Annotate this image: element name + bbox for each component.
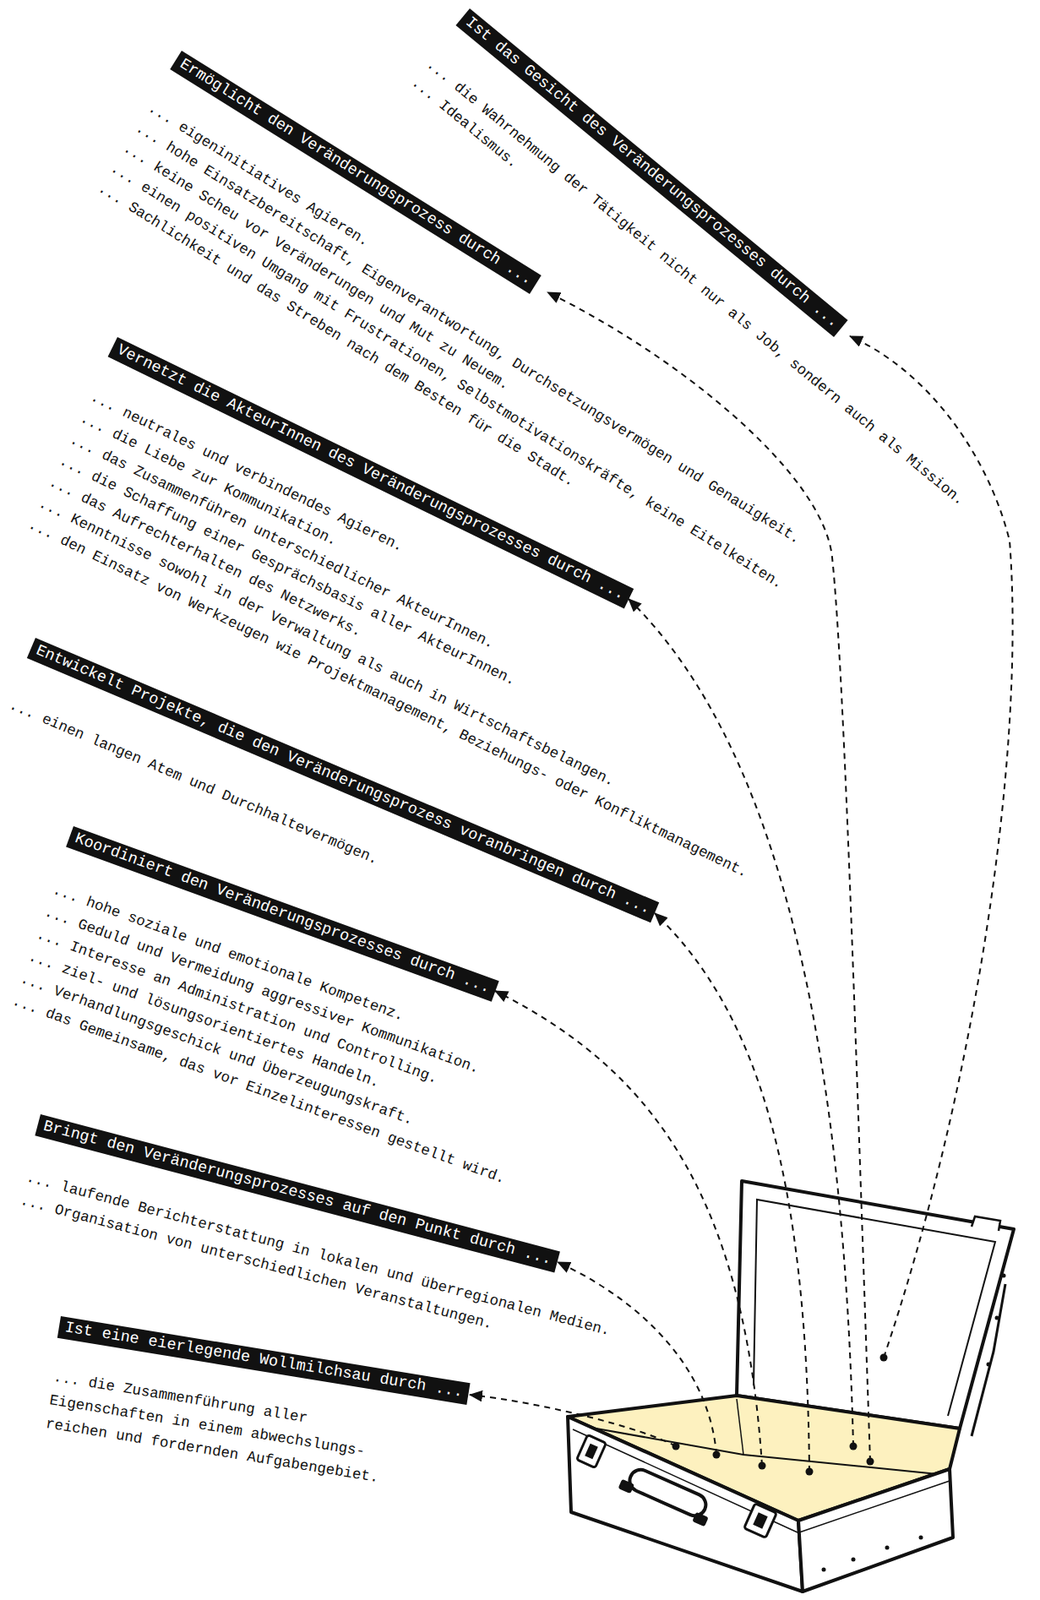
clasp-plate xyxy=(744,1503,778,1539)
handle-mount xyxy=(691,1512,708,1527)
leader-arrow xyxy=(495,990,763,1466)
lid-strap xyxy=(971,1284,1006,1437)
suitcase-handle xyxy=(618,1463,716,1527)
rivet xyxy=(986,1362,991,1367)
suitcase-clasp xyxy=(744,1503,778,1539)
suitcase-lid xyxy=(736,1181,1014,1429)
statement-group: Ist eine eierlegende Wollmilchsau durch … xyxy=(41,1316,471,1503)
rivet xyxy=(995,1316,1000,1321)
leader-arrow xyxy=(469,1394,676,1447)
leader-arrow xyxy=(628,598,854,1447)
suitcase-side xyxy=(798,1469,953,1592)
rivet xyxy=(851,1557,856,1563)
clasp-plate xyxy=(577,1435,607,1469)
leader-arrow xyxy=(654,913,810,1472)
clasp-lock xyxy=(752,1512,768,1529)
rivet xyxy=(1001,1274,1007,1279)
rivet xyxy=(885,1546,890,1551)
suitcase-front xyxy=(567,1416,803,1592)
handle-mount xyxy=(618,1479,635,1494)
interior-crease xyxy=(736,1399,744,1455)
rim-line xyxy=(572,1429,798,1533)
lid-inner-edge xyxy=(753,1199,996,1416)
suitcase-clasp xyxy=(577,1435,607,1469)
rivet xyxy=(919,1535,924,1541)
leader-arrow xyxy=(557,1262,717,1455)
handle-grip xyxy=(626,1466,709,1520)
heading-band: Ist das Gesicht des Veränderungsprozesse… xyxy=(455,8,848,338)
rivet xyxy=(822,1568,827,1573)
lid-latch xyxy=(971,1216,1001,1231)
clasp-lock xyxy=(584,1443,599,1460)
rim-line xyxy=(799,1481,950,1533)
statement-group: Vernetzt die AkteurInnen des Veränderung… xyxy=(21,337,838,885)
